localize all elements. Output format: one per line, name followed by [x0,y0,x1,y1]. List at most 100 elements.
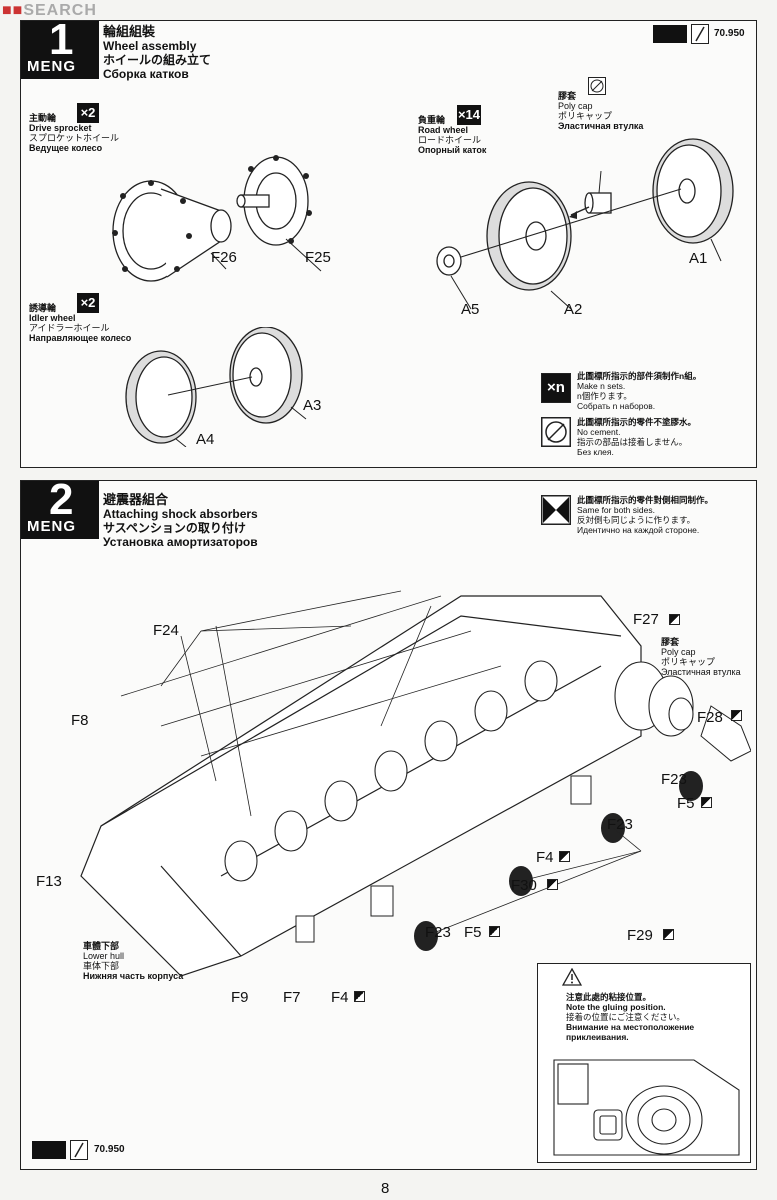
gluing-position-inset: 注意此處的粘接位置。 Note the gluing position. 接着の… [537,963,751,1163]
step2-title-en: Attaching shock absorbers [103,507,258,521]
legend-no-cement: 此圖標所指示的零件不塗膠水。 No cement. 指示の部品は接着しません。 … [577,417,696,457]
catalog-code-bottom: 70.950 [94,1144,125,1155]
lower-hull-diagram [80,590,751,977]
legend-both-zh: 此圖標所指示的零件對側相同制作。 [577,495,714,505]
polycap2-ru: Эластичная втулка [661,667,741,677]
part-f25: F25 [305,249,331,266]
both-sides-marker-f28 [731,710,742,721]
step1-title: 輪組組裝 Wheel assembly ホイールの組み立て Сборка кат… [103,24,211,82]
polycap-label-step2: 膠套 Poly cap ポリキャップ Эластичная втулка [661,637,741,677]
both-sides-marker-f5b [489,926,500,937]
footer-black-bar [32,1141,66,1159]
step1-brand: MENG [27,58,76,75]
drive-jp: スプロケットホイール [29,133,120,143]
legend-nc-jp: 指示の部品は接着しません。 [577,437,688,447]
legend-nc-ru: Без клея. [577,447,614,457]
part-f5-b: F5 [464,924,482,941]
legend-n-zh: 此圖標所指示的部件須制作n組。 [577,371,702,381]
legend-n-en: Make n sets. [577,381,626,391]
polycap-label-step1: 膠套 Poly cap ポリキャップ Эластичная втулка [558,91,643,131]
part-f7: F7 [283,989,301,1006]
gluing-ru-1: Внимание на местоположение [566,1022,695,1032]
part-f9: F9 [231,989,249,1006]
step2-title-jp: サスペンションの取り付け [103,521,246,535]
footer-brush-icon [70,1140,88,1160]
drive-sprocket-diagram [112,155,322,282]
drive-mult-badge: ×2 [77,103,99,123]
step2-title: 避震器組合 Attaching shock absorbers サスペンションの… [103,493,258,550]
step1-title-zh: 輪組組裝 [103,24,156,39]
part-f13: F13 [36,873,62,890]
road-en: Road wheel [418,125,469,135]
part-f30: F30 [511,877,537,894]
part-f23-b: F23 [607,816,633,833]
part-f5-a: F5 [677,795,695,812]
both-sides-marker-f27 [669,614,680,625]
legend-make-n: 此圖標所指示的部件須制作n組。 Make n sets. n個作ります。 Соб… [577,371,701,411]
legend-n-ru: Собрать n наборов. [577,401,656,411]
part-f23-c: F23 [425,924,451,941]
legend-nc-en: No cement. [577,427,621,437]
polycap1-zh: 膠套 [558,91,577,101]
step2-title-ru: Установка амортизаторов [103,535,258,549]
brush-icon [691,24,709,44]
make-n-sets-icon: ×n [541,373,571,403]
no-cement-icon-small [588,77,606,95]
road-mult-badge: ×14 [457,105,481,125]
polycap2-en: Poly cap [661,647,696,657]
part-f8: F8 [71,712,89,729]
road-jp: ロードホイール [418,135,482,145]
step1-title-en: Wheel assembly [103,39,197,53]
hull-zh: 車體下部 [83,941,120,951]
legend-both-jp: 反対側も同じように作ります。 [577,515,696,525]
polycap2-jp: ポリキャップ [661,657,716,667]
both-sides-marker-f4a [559,851,570,862]
hull-jp: 車体下部 [83,961,120,971]
part-f27: F27 [633,611,659,628]
both-sides-marker-f29 [663,929,674,940]
part-f4-a: F4 [536,849,554,866]
step2-badge: 2 MENG [21,475,99,539]
part-a5: A5 [461,301,480,318]
lower-hull-label: 車體下部 Lower hull 車体下部 Нижняя часть корпус… [83,941,183,981]
idler-zh: 誘導輪 [29,303,57,313]
part-f26: F26 [211,249,237,266]
hull-ru: Нижняя часть корпуса [83,971,184,981]
part-f29: F29 [627,927,653,944]
idler-wheel-label: 誘導輪 Idler wheel アイドラーホイール Направляющее к… [29,303,131,343]
both-sides-icon [541,495,571,525]
legend-n-jp: n個作ります。 [577,391,632,401]
gluing-detail-diagram [553,1059,740,1156]
both-sides-marker-f4b [354,991,365,1002]
part-a3: A3 [303,397,322,414]
header-black-bar [653,25,687,43]
legend-nc-zh: 此圖標所指示的零件不塗膠水。 [577,417,697,427]
gluing-zh: 注意此處的粘接位置。 [566,992,652,1002]
hull-en: Lower hull [83,951,125,961]
part-f28: F28 [697,709,723,726]
step1-badge: 1 MENG [21,15,99,79]
warning-icon [562,968,582,986]
polycap1-en: Poly cap [558,101,593,111]
polycap1-ru: Эластичная втулка [558,121,644,131]
road-wheel-label: 負重輪 Road wheel ロードホイール Опорный каток [418,115,486,155]
part-a4: A4 [196,431,215,448]
step1-panel: 1 MENG 輪組組裝 Wheel assembly ホイールの組み立て Сбо… [20,15,757,468]
drive-en: Drive sprocket [29,123,92,133]
idler-mult-badge: ×2 [77,293,99,313]
watermark-logo: ■■ [2,2,24,19]
road-ru: Опорный каток [418,145,487,155]
drive-ru: Ведущее колесо [29,143,103,153]
road-wheel-diagram [436,138,734,310]
page-number: 8 [381,1180,390,1197]
polycap1-jp: ポリキャップ [558,111,613,121]
drive-sprocket-label: 主動輪 Drive sprocket スプロケットホイール Ведущее ко… [29,113,119,153]
part-a2: A2 [564,301,583,318]
idler-ru: Направляющее колесо [29,333,132,343]
road-zh: 負重輪 [418,115,446,125]
step2-brand: MENG [27,518,76,535]
watermark-text: SEARCH [23,2,97,19]
legend-both-ru: Идентично на каждой стороне. [577,525,700,535]
idler-wheel-diagram [125,327,307,447]
idler-jp: アイドラーホイール [29,323,110,333]
